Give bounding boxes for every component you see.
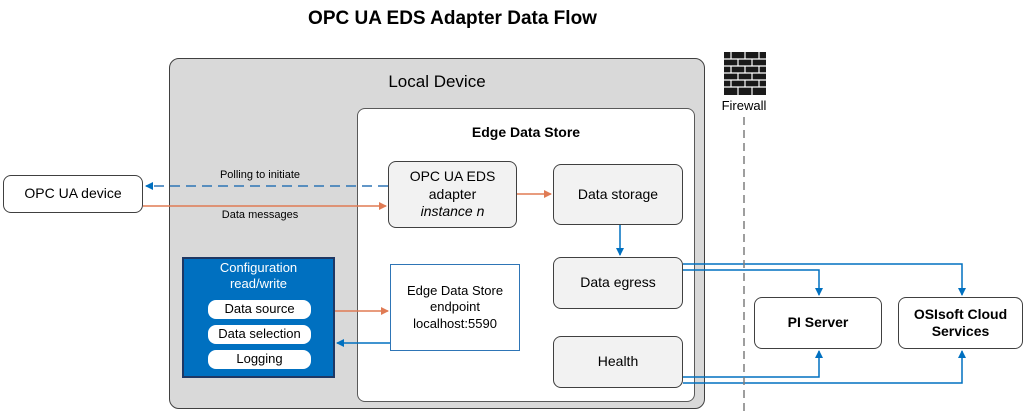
data-messages-label: Data messages xyxy=(221,209,299,221)
diagram-title: OPC UA EDS Adapter Data Flow xyxy=(308,8,597,29)
egress-to-pi-arrow xyxy=(683,269,823,296)
endpoint-line2: endpoint xyxy=(430,299,480,315)
adapter-line1: OPC UA EDS xyxy=(409,168,496,185)
osisoft-cloud-services-node: OSIsoft Cloud Services xyxy=(898,297,1023,349)
health-to-ocs-arrow xyxy=(683,350,966,384)
endpoint-line3: localhost:5590 xyxy=(413,315,497,331)
data-egress-label: Data egress xyxy=(580,274,656,291)
data-egress-node: Data egress xyxy=(553,257,683,309)
local-device-label: Local Device xyxy=(388,72,486,91)
config-item-data-selection: Data selection xyxy=(208,325,311,344)
ocs-line1: OSIsoft Cloud xyxy=(913,305,1008,322)
opc-ua-device-label: OPC UA device xyxy=(24,185,122,202)
health-node: Health xyxy=(553,336,683,388)
firewall-label: Firewall xyxy=(721,98,767,113)
opc-ua-device-node: OPC UA device xyxy=(3,175,143,213)
configuration-line2: read/write xyxy=(229,276,288,292)
edge-data-store-label: Edge Data Store xyxy=(471,124,581,140)
config-item-data-source: Data source xyxy=(208,300,311,319)
opc-ua-eds-adapter-node: OPC UA EDS adapter instance n xyxy=(388,161,517,228)
health-to-pi-arrow xyxy=(683,350,823,378)
adapter-line2: adapter xyxy=(428,185,477,202)
health-label: Health xyxy=(597,353,639,370)
configuration-line1: Configuration xyxy=(219,260,298,275)
pi-server-label: PI Server xyxy=(787,314,849,331)
adapter-line3: instance n xyxy=(420,203,485,220)
data-storage-node: Data storage xyxy=(553,164,683,225)
firewall-icon xyxy=(724,52,766,95)
eds-endpoint-node: Edge Data Store endpoint localhost:5590 xyxy=(390,264,520,351)
endpoint-line1: Edge Data Store xyxy=(406,283,504,299)
ocs-line2: Services xyxy=(931,323,990,339)
egress-to-ocs-arrow xyxy=(683,263,966,296)
pi-server-node: PI Server xyxy=(754,297,882,349)
configuration-title: Configuration read/write xyxy=(182,260,335,293)
polling-label: Polling to initiate xyxy=(219,169,301,181)
config-item-logging: Logging xyxy=(208,350,311,369)
data-storage-label: Data storage xyxy=(577,185,659,202)
